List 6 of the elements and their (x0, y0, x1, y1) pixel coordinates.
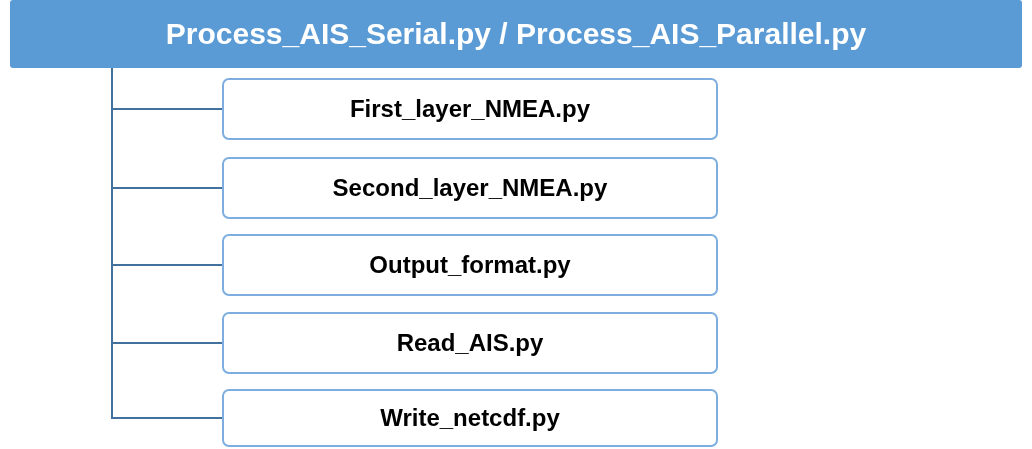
header-bar: Process_AIS_Serial.py / Process_AIS_Parallel.py (10, 0, 1022, 68)
module-box: First_layer_NMEA.py (222, 78, 718, 140)
module-box: Second_layer_NMEA.py (222, 157, 718, 219)
module-box: Write_netcdf.py (222, 389, 718, 447)
module-box: Output_format.py (222, 234, 718, 296)
module-box: Read_AIS.py (222, 312, 718, 374)
